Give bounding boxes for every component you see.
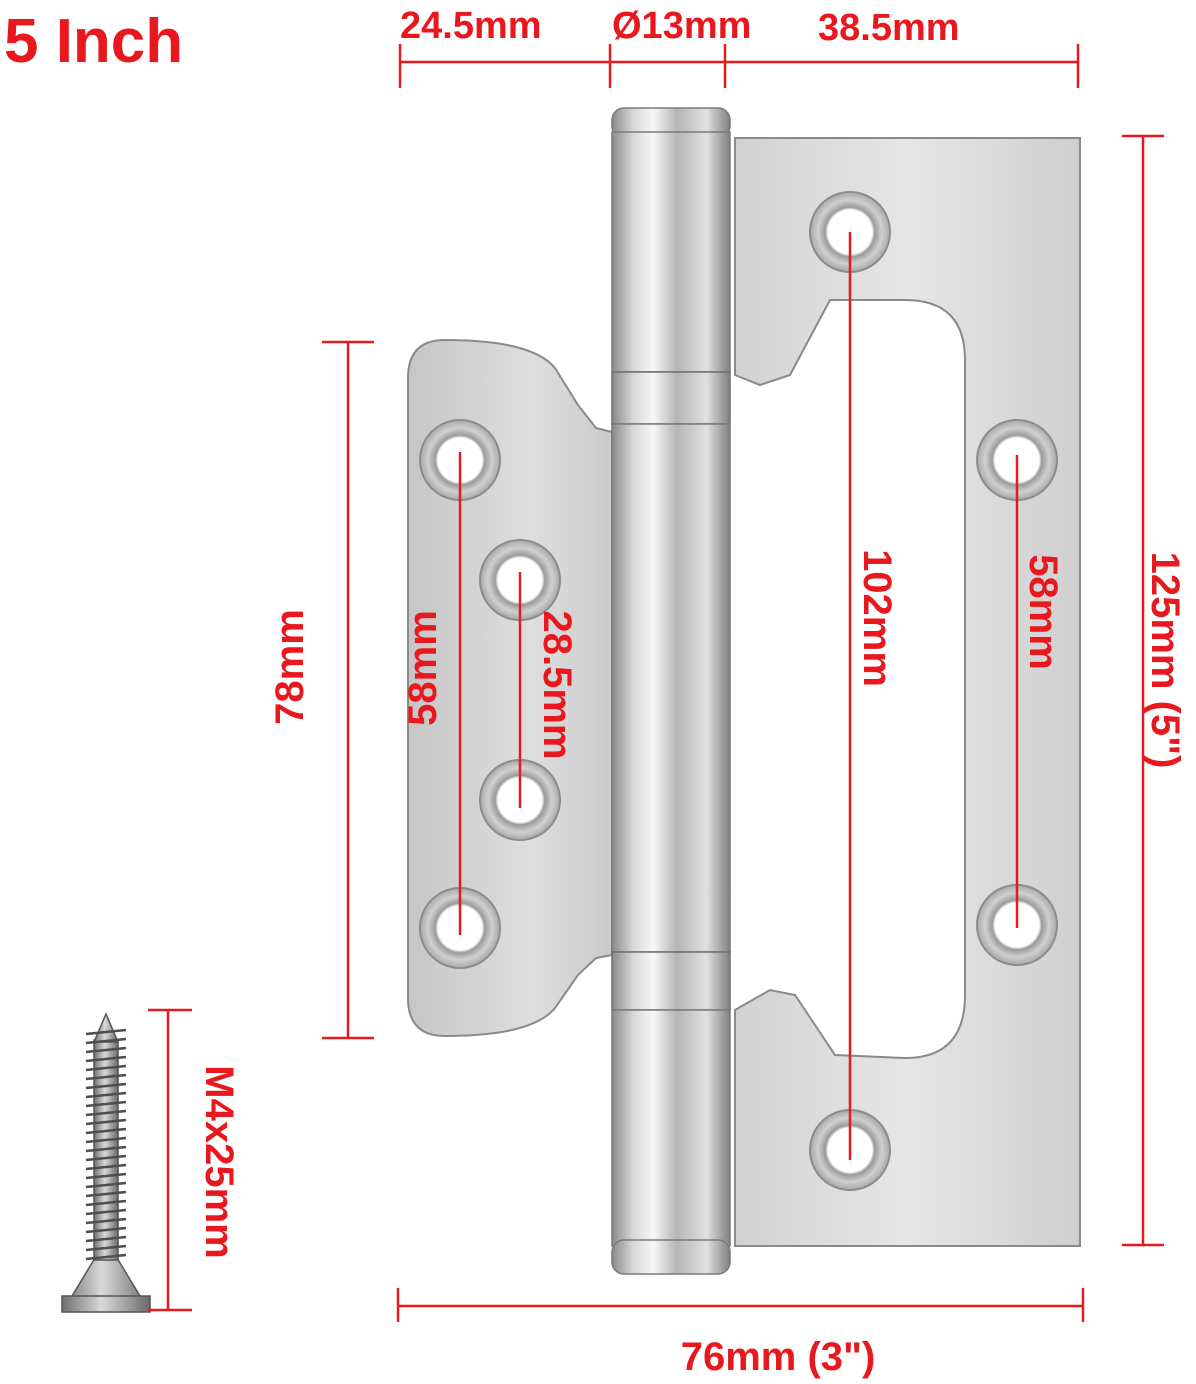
thread-line	[85, 1109, 127, 1117]
thread-line	[85, 1028, 127, 1036]
thread-line	[85, 1172, 127, 1180]
barrel-ring-bottom	[611, 951, 731, 1011]
thread-line	[85, 1226, 127, 1234]
screw-tip	[92, 1012, 120, 1043]
dim-right-side-holes: 58mm	[1021, 554, 1065, 670]
thread-line	[85, 1055, 127, 1063]
thread-line	[85, 1082, 127, 1090]
dim-top-left-leaf: 24.5mm	[400, 5, 542, 47]
thread-line	[85, 1118, 127, 1126]
thread-line	[85, 1199, 127, 1207]
dim-right-center-holes: 102mm	[855, 549, 899, 687]
thread-line	[85, 1046, 127, 1054]
thread-line	[85, 1064, 127, 1072]
barrel-ring-top	[611, 371, 731, 425]
dim-left-outer-holes: 58mm	[401, 610, 445, 726]
thread-line	[85, 1136, 127, 1144]
dim-top-right-leaf: 38.5mm	[818, 7, 960, 49]
thread-line	[85, 1154, 127, 1162]
thread-line	[85, 1127, 127, 1135]
thread-line	[85, 1253, 127, 1261]
thread-line	[85, 1091, 127, 1099]
thread-line	[85, 1181, 127, 1189]
dim-left-inner-holes: 28.5mm	[535, 611, 579, 760]
barrel-bottom	[611, 1009, 731, 1247]
thread-line	[85, 1100, 127, 1108]
thread-line	[85, 1190, 127, 1198]
barrel-middle	[611, 423, 731, 953]
thread-line	[85, 1037, 127, 1045]
dim-knuckle-diameter: Ø13mm	[612, 5, 751, 47]
thread-line	[85, 1145, 127, 1153]
hinge-icon	[407, 107, 1081, 1275]
dim-total-height: 125mm (5")	[1143, 552, 1187, 769]
barrel-bottom-cap	[611, 1239, 731, 1275]
dim-screw-size: M4x25mm	[197, 1065, 241, 1258]
screw-head	[61, 1257, 151, 1313]
barrel-top	[611, 131, 731, 373]
page-title: 5 Inch	[4, 7, 183, 76]
thread-line	[85, 1244, 127, 1252]
thread-line	[85, 1217, 127, 1225]
screw-thread	[85, 1028, 127, 1261]
dimension-lines	[148, 44, 1164, 1322]
thread-line	[85, 1073, 127, 1081]
thread-line	[85, 1208, 127, 1216]
dim-total-width: 76mm (3")	[681, 1335, 876, 1379]
thread-line	[85, 1235, 127, 1243]
dim-left-leaf-height: 78mm	[268, 609, 312, 725]
screw-icon	[61, 1012, 151, 1313]
thread-line	[85, 1163, 127, 1171]
right-leaf-plate	[734, 137, 1081, 1247]
